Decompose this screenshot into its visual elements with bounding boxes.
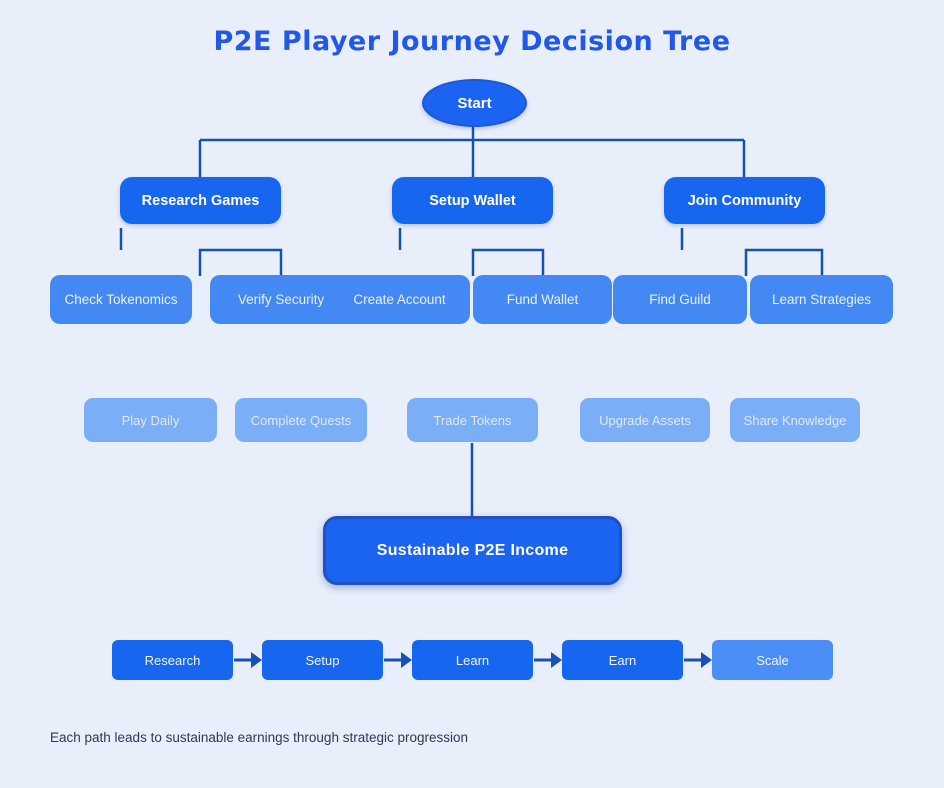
node-start: Start xyxy=(422,79,527,127)
node-create-account: Create Account xyxy=(329,275,470,324)
connector-bracket-wallet xyxy=(471,248,545,276)
connector-bracket-research xyxy=(198,248,283,276)
node-join-community: Join Community xyxy=(664,177,825,224)
flow-step-earn: Earn xyxy=(562,640,683,680)
node-fund-wallet: Fund Wallet xyxy=(473,275,612,324)
flow-step-research: Research xyxy=(112,640,233,680)
footer-caption: Each path leads to sustainable earnings … xyxy=(50,730,469,745)
node-upgrade-assets: Upgrade Assets xyxy=(580,398,710,442)
node-check-tokenomics: Check Tokenomics xyxy=(50,275,192,324)
node-share-knowledge: Share Knowledge xyxy=(730,398,860,442)
arrow-head-3 xyxy=(551,652,562,668)
node-research-games: Research Games xyxy=(120,177,281,224)
arrow-head-4 xyxy=(701,652,712,668)
page-title: P2E Player Journey Decision Tree xyxy=(213,26,731,57)
node-sustainable-income: Sustainable P2E Income xyxy=(323,516,622,585)
connector-bracket-community xyxy=(744,248,824,276)
flow-step-setup: Setup xyxy=(262,640,383,680)
arrow-head-2 xyxy=(401,652,412,668)
flow-step-learn: Learn xyxy=(412,640,533,680)
node-trade-tokens: Trade Tokens xyxy=(407,398,538,442)
node-verify-security: Verify Security xyxy=(210,275,352,324)
node-setup-wallet: Setup Wallet xyxy=(392,177,553,224)
node-play-daily: Play Daily xyxy=(84,398,217,442)
arrow-head-1 xyxy=(251,652,262,668)
flow-step-scale: Scale xyxy=(712,640,833,680)
node-complete-quests: Complete Quests xyxy=(235,398,367,442)
node-find-guild: Find Guild xyxy=(613,275,747,324)
node-learn-strategies: Learn Strategies xyxy=(750,275,893,324)
